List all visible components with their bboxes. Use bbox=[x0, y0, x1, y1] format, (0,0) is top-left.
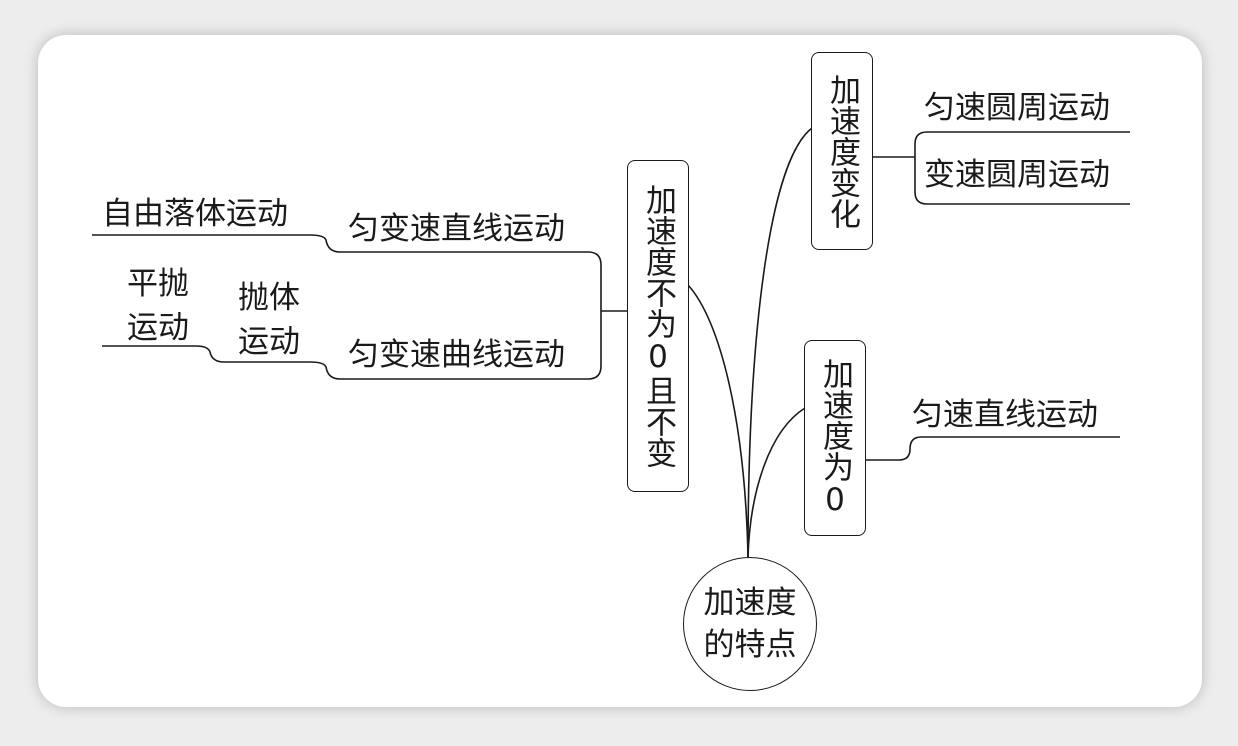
node-root-line1: 加速度 bbox=[703, 585, 797, 621]
label-free-fall: 自由落体运动 bbox=[102, 196, 288, 232]
link-zero-child bbox=[866, 436, 1120, 461]
link-root-to-zero bbox=[747, 407, 806, 558]
label-projectile-line1: 抛体 bbox=[238, 280, 300, 316]
label-uniform-linear: 匀速直线运动 bbox=[912, 397, 1098, 433]
label-projectile: 抛体 运动 bbox=[238, 276, 300, 364]
link-root-to-constant bbox=[687, 284, 749, 558]
node-root-line2: 的特点 bbox=[703, 627, 797, 663]
node-zero: 加速度为0 bbox=[804, 340, 866, 536]
label-uniform-linear-accel: 匀变速直线运动 bbox=[348, 211, 565, 247]
label-uniform-circular: 匀速圆周运动 bbox=[924, 90, 1110, 126]
link-constant-bracket bbox=[92, 234, 629, 380]
label-uniform-curved-accel: 匀变速曲线运动 bbox=[348, 337, 565, 373]
diagram-card bbox=[38, 35, 1202, 707]
label-projectile-line2: 运动 bbox=[238, 324, 300, 360]
link-root-to-changing bbox=[747, 127, 813, 558]
label-horizontal-projectile-line2: 运动 bbox=[127, 310, 189, 346]
node-constant-nonzero: 加速度不为0且不变 bbox=[627, 160, 689, 492]
link-changing-bracket bbox=[873, 131, 1130, 205]
label-variable-circular: 变速圆周运动 bbox=[924, 157, 1110, 193]
label-horizontal-projectile: 平抛 运动 bbox=[127, 262, 189, 350]
node-changing: 加速度变化 bbox=[811, 52, 873, 250]
node-root: 加速度 的特点 bbox=[683, 557, 817, 691]
label-horizontal-projectile-line1: 平抛 bbox=[127, 266, 189, 302]
